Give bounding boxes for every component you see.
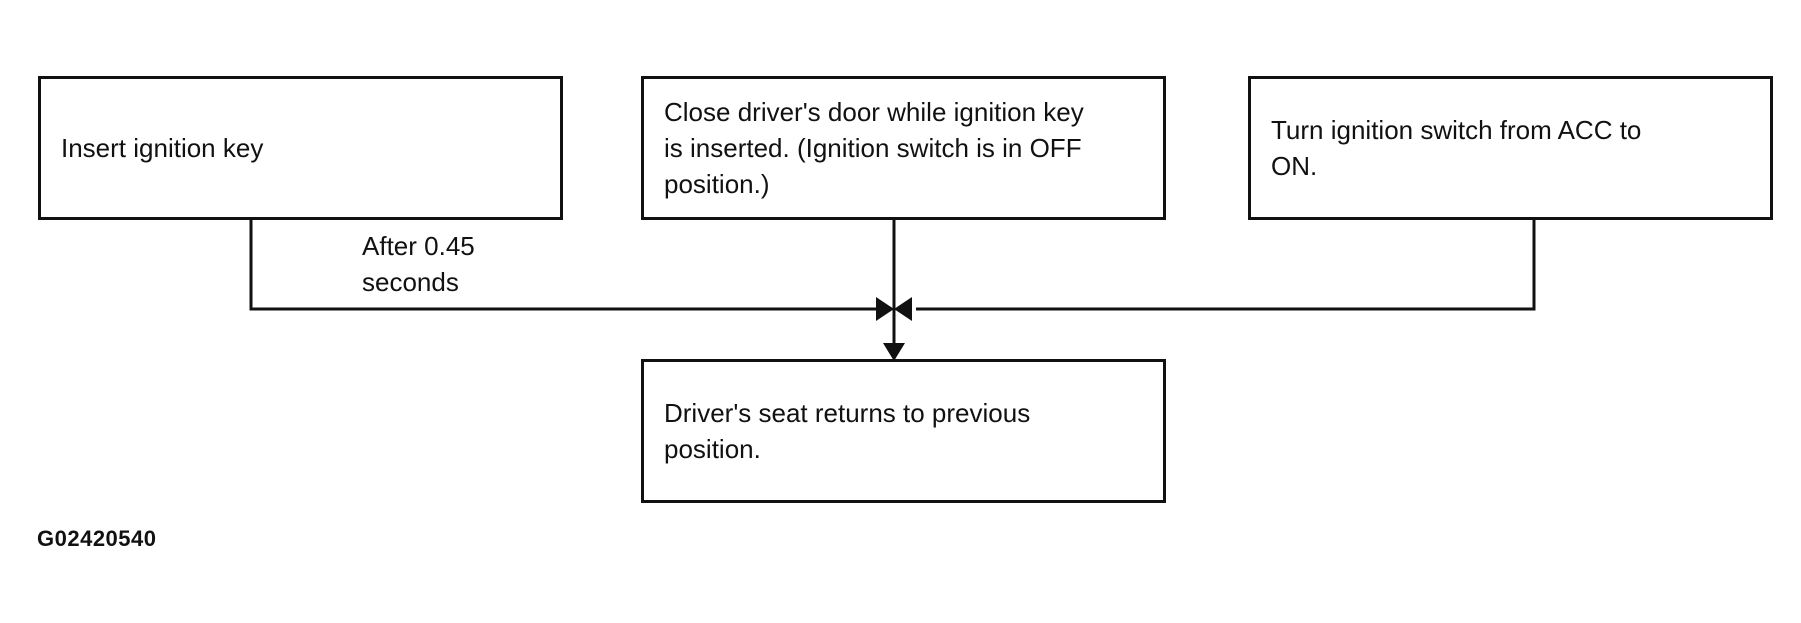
result-seat-returns-text: Driver's seat returns to previous positi… — [664, 398, 1031, 464]
step-insert-key-box: Insert ignition key — [38, 76, 563, 220]
figure-id: G02420540 — [37, 526, 157, 551]
step-close-door-box: Close driver's door while ignition key i… — [641, 76, 1166, 220]
connector-left — [249, 220, 876, 311]
arrow-head-right — [894, 297, 912, 321]
arrow-head-left — [876, 297, 894, 321]
delay-label: After 0.45 seconds — [362, 231, 475, 297]
step-turn-switch-text: Turn ignition switch from ACC to ON. — [1271, 115, 1642, 181]
step-turn-switch-box: Turn ignition switch from ACC to ON. — [1248, 76, 1773, 220]
connector-right — [916, 220, 1536, 311]
step-close-door-text: Close driver's door while ignition key i… — [664, 97, 1084, 199]
result-seat-returns-box: Driver's seat returns to previous positi… — [641, 359, 1166, 503]
step-insert-key-text: Insert ignition key — [61, 133, 264, 163]
